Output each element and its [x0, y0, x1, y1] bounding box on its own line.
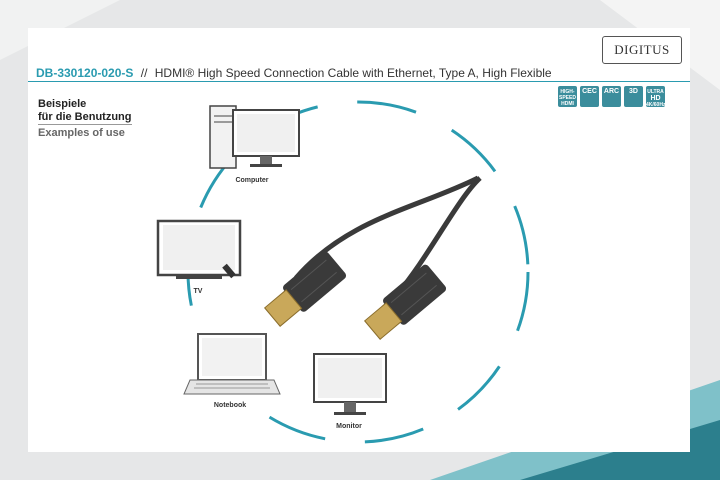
header-separator: // [140, 66, 148, 80]
3d-badge-icon: 3D [624, 86, 643, 107]
usage-title-german: Beispiele für die Benutzung [38, 98, 132, 123]
monitor-label: Monitor [336, 423, 362, 430]
monitor-icon [313, 353, 387, 415]
hdmi-cable-icon [263, 175, 482, 340]
computer-label: Computer [235, 177, 269, 184]
usage-title-underline [38, 124, 132, 125]
product-description: HDMI® High Speed Connection Cable with E… [154, 66, 552, 80]
product-sku: DB-330120-020-S [36, 66, 134, 80]
tv-label: TV [193, 288, 203, 295]
product-sheet: DIGITUS DB-330120-020-S // HDMI® High Sp… [28, 28, 690, 452]
header-rule [28, 81, 690, 82]
notebook-icon [183, 333, 281, 395]
usage-illustration [156, 100, 530, 444]
digitus-logo: DIGITUS [602, 36, 682, 64]
cec-badge-icon: CEC [580, 86, 599, 107]
usage-title-english: Examples of use [38, 127, 125, 139]
product-header: DB-330120-020-S // HDMI® High Speed Conn… [36, 66, 552, 80]
arc-badge-icon: ARC [602, 86, 621, 107]
computer-icon [209, 105, 300, 169]
tv-icon [156, 219, 242, 279]
notebook-label: Notebook [213, 402, 247, 409]
